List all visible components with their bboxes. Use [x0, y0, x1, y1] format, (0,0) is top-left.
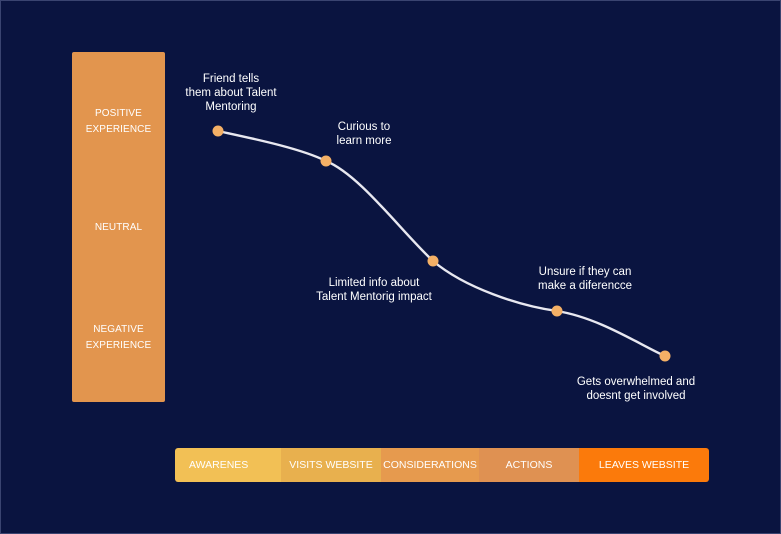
note-1-line-2: them about Talent: [185, 87, 277, 99]
note-1-line-3: Mentoring: [205, 101, 257, 113]
experience-scale: POSITIVE EXPERIENCE NEUTRAL NEGATIVE EXP…: [72, 52, 165, 402]
scale-label-neutral: NEUTRAL: [94, 222, 143, 233]
touchpoint-marker-4: [551, 305, 563, 317]
touchpoint-marker-3: [427, 255, 439, 267]
scale-negative-line-1: NEGATIVE: [93, 324, 144, 335]
scale-positive-line-1: POSITIVE: [95, 108, 142, 119]
stage-actions: ACTIONS: [479, 448, 579, 482]
scale-label-positive: POSITIVE EXPERIENCE: [72, 106, 165, 138]
touchpoint-note-3: Limited info about Talent Mentorig impac…: [310, 276, 438, 304]
stage-awareness: AWARENES: [175, 448, 281, 482]
note-3-line-2: Talent Mentorig impact: [316, 291, 432, 303]
stage-visits-website: VISITS WEBSITE: [281, 448, 381, 482]
note-4-line-2: make a diferencce: [538, 280, 632, 292]
stage-considerations: CONSIDERATIONS: [381, 448, 479, 482]
note-2-line-2: learn more: [336, 135, 392, 147]
touchpoint-marker-2: [320, 155, 332, 167]
note-5-line-1: Gets overwhelmed and: [576, 376, 696, 388]
touchpoint-note-4: Unsure if they can make a diferencce: [523, 265, 647, 293]
touchpoint-note-2: Curious to learn more: [318, 120, 410, 148]
touchpoint-marker-1: [212, 125, 224, 137]
scale-positive-line-2: EXPERIENCE: [85, 124, 152, 135]
note-1-line-1: Friend tells: [202, 73, 260, 85]
note-4-line-1: Unsure if they can: [538, 266, 632, 278]
touchpoint-note-1: Friend tells them about Talent Mentoring: [176, 72, 286, 114]
scale-negative-line-2: EXPERIENCE: [85, 340, 152, 351]
journey-stages-bar: AWARENES VISITS WEBSITE CONSIDERATIONS A…: [175, 448, 709, 482]
touchpoint-marker-5: [659, 350, 671, 362]
touchpoint-note-5: Gets overwhelmed and doesnt get involved: [571, 375, 701, 403]
note-2-line-1: Curious to: [337, 121, 391, 133]
scale-label-negative: NEGATIVE EXPERIENCE: [72, 322, 165, 354]
stage-leaves-website: LEAVES WEBSITE: [579, 448, 709, 482]
note-5-line-2: doesnt get involved: [586, 390, 686, 402]
note-3-line-1: Limited info about: [328, 277, 420, 289]
journey-curve: [216, 129, 667, 358]
